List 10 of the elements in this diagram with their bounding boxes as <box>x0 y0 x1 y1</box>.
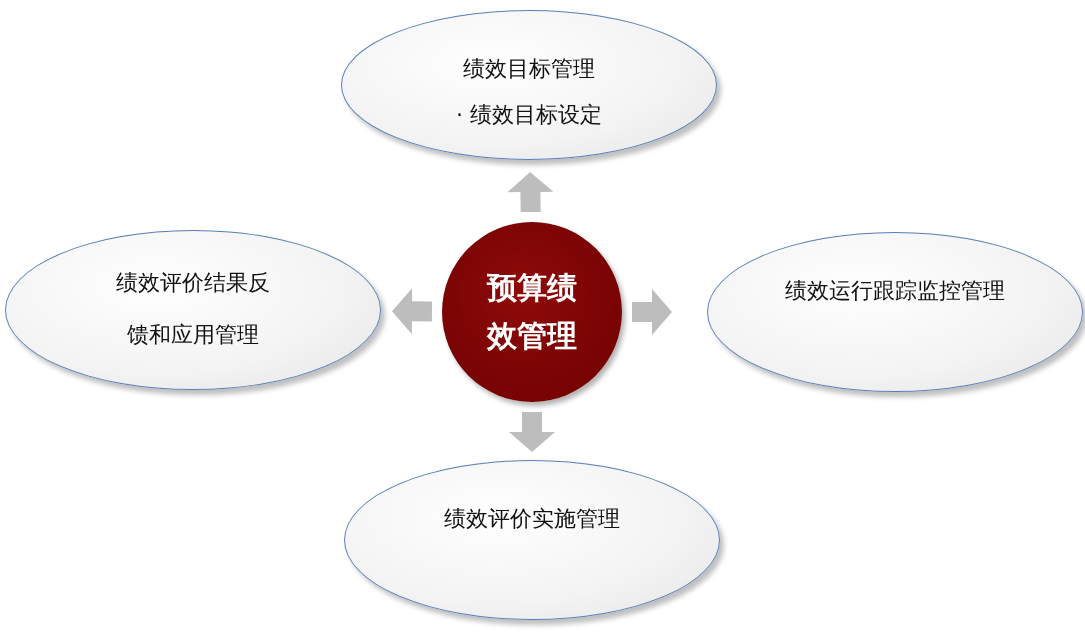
node-item: · 绩效目标设定 <box>456 101 602 129</box>
block-arrow <box>507 172 554 213</box>
block-arrow <box>632 289 672 335</box>
block-arrow <box>392 288 433 335</box>
center-label: 预算绩效管理 <box>485 269 578 355</box>
block-arrow <box>509 412 555 452</box>
node-title: 绩效评价结果反馈和应用管理 <box>115 269 271 349</box>
node-title: 绩效运行跟踪监控管理 <box>785 277 1005 305</box>
node-title: 绩效目标管理 <box>463 55 595 83</box>
node-title: 绩效评价实施管理 <box>444 505 620 533</box>
